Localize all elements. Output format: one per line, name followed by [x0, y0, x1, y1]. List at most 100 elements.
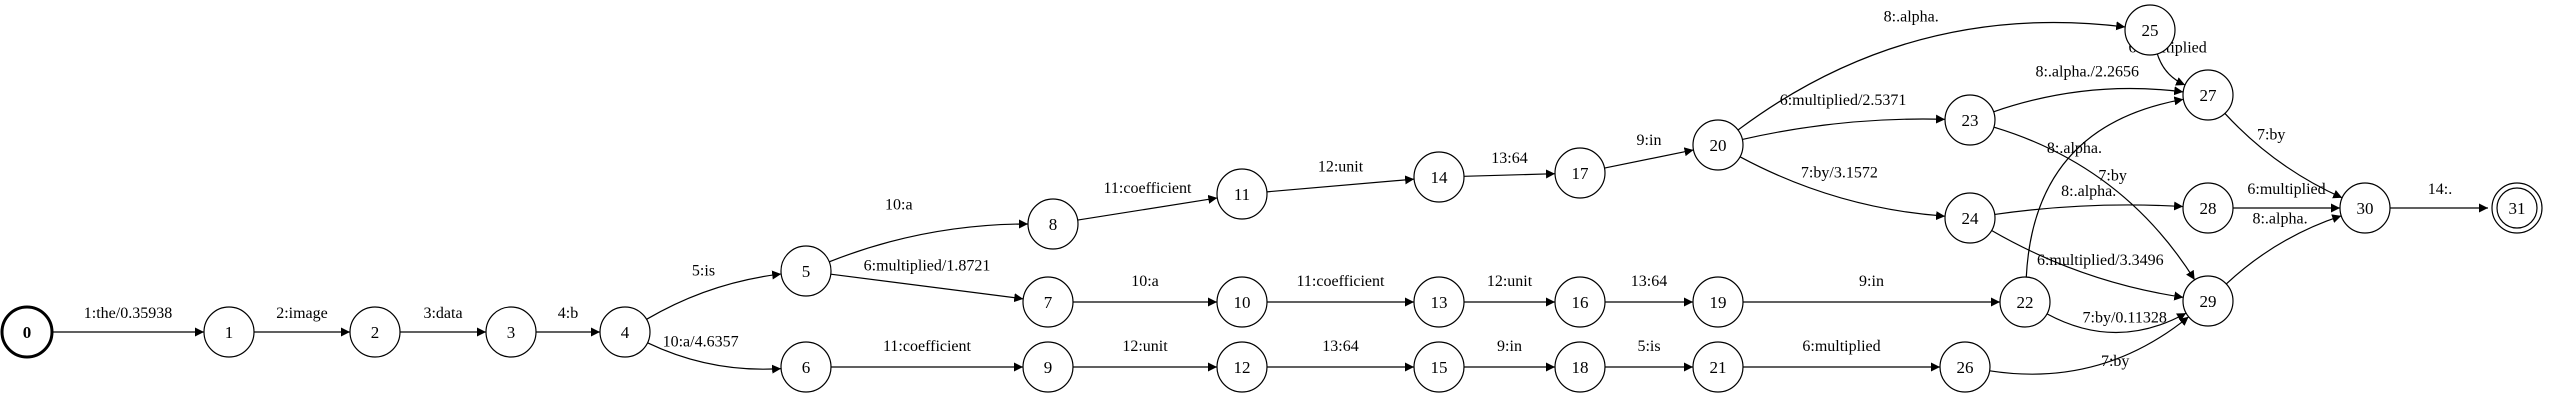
state-label: 5: [802, 262, 811, 281]
transition-edge: [2025, 96, 2184, 278]
state-circle: [599, 306, 651, 358]
state-label: 27: [2200, 86, 2218, 105]
state-label: 21: [1710, 358, 1727, 377]
transition-edge: [647, 342, 782, 374]
transition-edge: [2225, 214, 2342, 285]
transition-label: 7:by: [2257, 127, 2285, 144]
transition-label: 12:unit: [1122, 338, 1168, 355]
transition-label: 10:a: [885, 196, 913, 213]
transition-edge: [829, 219, 1029, 263]
state-node: 10: [1216, 276, 1268, 328]
transition-label: 7:by: [2098, 168, 2126, 185]
state-node: 1: [203, 306, 255, 358]
transition-edge: [1742, 114, 1946, 141]
state-circle: [2339, 182, 2391, 234]
state-label: 29: [2200, 292, 2217, 311]
state-circle: [1944, 192, 1996, 244]
state-label: 23: [1962, 111, 1979, 130]
state-circle: [2182, 69, 2234, 121]
transition-label: 6:multiplied: [2247, 181, 2325, 198]
state-label: 11: [1234, 185, 1250, 204]
state-label: 1: [225, 323, 234, 342]
state-circle: [1692, 119, 1744, 171]
transition-label: 8:.alpha./2.2656: [2035, 64, 2139, 81]
state-circle: [1554, 276, 1606, 328]
state-circle: [1944, 94, 1996, 146]
state-node: 29: [2182, 275, 2234, 327]
state-label: 16: [1572, 293, 1589, 312]
state-label: 20: [1710, 136, 1727, 155]
state-label: 28: [2200, 199, 2217, 218]
state-label: 26: [1957, 358, 1974, 377]
transition-edge: [1993, 86, 2184, 113]
state-circle: [780, 341, 832, 393]
state-label: 6: [802, 358, 811, 377]
state-node: 14: [1413, 151, 1465, 203]
transition-edge: [2046, 312, 2187, 334]
state-label: 3: [507, 323, 516, 342]
transition-label: 8:.alpha.: [1884, 9, 1939, 26]
transition-label: 10:a/4.6357: [663, 333, 739, 350]
state-node: 31: [2491, 182, 2543, 234]
transition-label: 8:.alpha.: [2252, 211, 2307, 228]
transition-label: 10:a: [1131, 273, 1159, 290]
state-circle: [2124, 4, 2176, 56]
transition-label: 8:.alpha.: [2061, 183, 2116, 200]
transition-label: 6:multiplied: [1802, 338, 1880, 355]
state-node: 15: [1413, 341, 1465, 393]
state-node: 5: [780, 245, 832, 297]
state-node: 9: [1022, 341, 1074, 393]
state-circle: [1027, 198, 1079, 250]
state-label: 7: [1044, 293, 1053, 312]
state-circle: [1413, 341, 1465, 393]
transition-label: 9:in: [1637, 132, 1662, 149]
transition-label: 13:64: [1631, 273, 1667, 290]
transition-label: 6:multiplied/3.3496: [2037, 252, 2164, 269]
state-label: 13: [1431, 293, 1448, 312]
transition-label: 5:is: [692, 263, 715, 280]
state-circle: [1413, 276, 1465, 328]
transition-edge: [830, 273, 1024, 303]
state-circle: [349, 306, 401, 358]
transition-label: 1:the/0.35938: [84, 305, 172, 322]
state-circle: [2491, 182, 2543, 234]
state-circle: [1413, 151, 1465, 203]
state-circle: [1939, 341, 1991, 393]
state-node: 28: [2182, 182, 2234, 234]
state-label: 15: [1431, 358, 1448, 377]
state-node: 18: [1554, 341, 1606, 393]
transition-label: 9:in: [1497, 338, 1522, 355]
transition-edge: [1993, 126, 2196, 281]
state-node: 16: [1554, 276, 1606, 328]
transition-edge: [1266, 175, 1415, 193]
state-node: 7: [1022, 276, 1074, 328]
state-circle: [1022, 341, 1074, 393]
transition-label: 12:unit: [1318, 159, 1364, 176]
state-label: 9: [1044, 358, 1053, 377]
state-label: 18: [1572, 358, 1589, 377]
state-circle: [1216, 276, 1268, 328]
state-circle: [1022, 276, 1074, 328]
state-node: 20: [1692, 119, 1744, 171]
final-state-inner-circle: [2496, 187, 2538, 229]
state-label: 12: [1234, 358, 1251, 377]
transition-edge: [2224, 113, 2343, 199]
transition-label: 11:coefficient: [1104, 180, 1193, 197]
transition-label: 7:by/0.11328: [2083, 309, 2167, 326]
state-label: 8: [1049, 215, 1058, 234]
state-node: 23: [1944, 94, 1996, 146]
transition-edge: [1463, 169, 1556, 179]
state-node: 17: [1554, 147, 1606, 199]
transition-label: 14:.: [2428, 181, 2452, 198]
transition-label: 13:64: [1491, 150, 1527, 167]
transition-edge: [1989, 316, 2189, 375]
state-circle: [1999, 276, 2051, 328]
state-circle: [780, 245, 832, 297]
transition-edge: [1739, 156, 1946, 221]
state-circle: [1692, 276, 1744, 328]
state-node: 13: [1413, 276, 1465, 328]
state-node: 24: [1944, 192, 1996, 244]
state-node: 11: [1216, 168, 1268, 220]
transition-label: 3:data: [423, 305, 462, 322]
